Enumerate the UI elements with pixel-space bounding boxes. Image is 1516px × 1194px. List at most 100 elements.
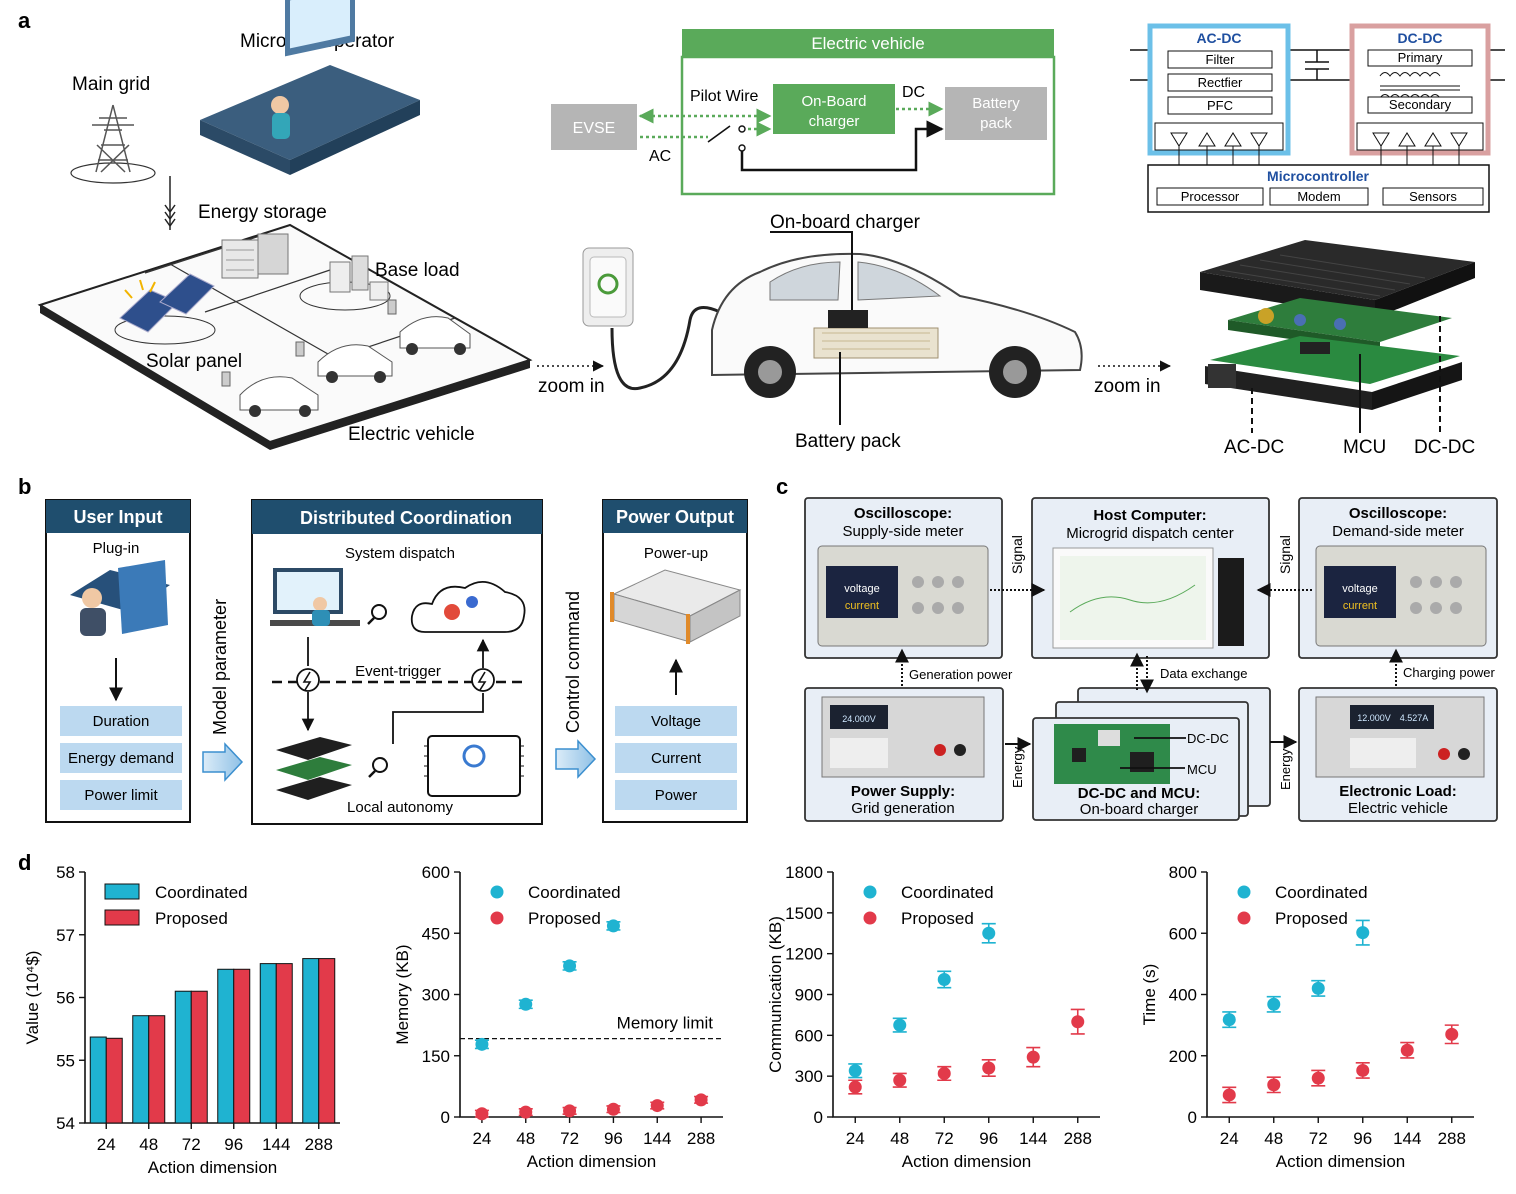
obc-exploded-icon (1200, 240, 1475, 410)
x-tick-label: 288 (1438, 1129, 1466, 1148)
dcdc-mcu-title: DC-DC and MCU: (1078, 785, 1200, 802)
circuit-acdc-title: AC-DC (1196, 30, 1241, 46)
x-tick-label: 72 (935, 1129, 954, 1148)
magnifier-icon-2 (368, 757, 388, 778)
transmission-tower-icon (70, 104, 156, 184)
x-axis-label: Action dimension (148, 1158, 277, 1177)
zoom-in-label-1: zoom in (538, 376, 605, 397)
model-parameter-label: Model parameter (210, 599, 230, 735)
model-parameter-arrow (202, 742, 244, 782)
x-tick-label: 24 (846, 1129, 865, 1148)
x-tick-label: 144 (1393, 1129, 1421, 1148)
legend-marker (863, 911, 877, 925)
osc-demand-sub: Demand-side meter (1332, 523, 1464, 540)
point-proposed (982, 1061, 996, 1075)
y-tick-label: 400 (1169, 986, 1197, 1005)
x-tick-label: 48 (516, 1129, 535, 1148)
oscilloscope-demand-icon: voltage current (1315, 545, 1487, 647)
legend-label: Proposed (528, 909, 601, 928)
point-proposed (1445, 1027, 1459, 1041)
point-coordinated (1356, 926, 1370, 940)
zoom-in-label-2: zoom in (1094, 376, 1161, 397)
y-tick-label: 800 (1169, 863, 1197, 882)
bar-proposed (233, 968, 251, 1124)
x-tick-label: 96 (604, 1129, 623, 1148)
electronic-load-icon: 12.000V 4.527A (1315, 696, 1485, 778)
local-autonomy-label: Local autonomy (347, 799, 453, 816)
battery-pack-label: Battery pack (795, 431, 901, 452)
x-tick-label: 72 (1309, 1129, 1328, 1148)
point-coordinated (982, 926, 996, 940)
ev-schematic-title: Electric vehicle (811, 34, 924, 53)
acdc-label: AC-DC (1224, 437, 1284, 458)
bar-proposed (275, 963, 293, 1124)
host-sub: Microgrid dispatch center (1066, 525, 1234, 542)
point-coordinated (519, 997, 533, 1011)
point-proposed (519, 1105, 533, 1119)
electric-vehicle-label: Electric vehicle (348, 424, 475, 445)
ev-schematic: Electric vehicle EVSE On-Board charger B… (551, 29, 1056, 196)
y-tick-label: 54 (56, 1114, 75, 1133)
point-coordinated (1311, 981, 1325, 995)
dispatch-desk-icon (270, 568, 360, 626)
point-proposed (1356, 1063, 1370, 1077)
power-supply-sub: Grid generation (851, 800, 954, 817)
point-proposed (1400, 1043, 1414, 1057)
operator-desk-icon (200, 0, 420, 175)
x-tick-label: 24 (472, 1129, 491, 1148)
host-computer-icon (1052, 547, 1244, 649)
reference-line-label: Memory limit (617, 1014, 714, 1033)
point-coordinated (1222, 1013, 1236, 1027)
dcdc-callout: DC-DC (1187, 731, 1229, 746)
battery-module-icon (610, 569, 742, 644)
legend-swatch (104, 883, 140, 900)
circuit-sensors: Sensors (1409, 189, 1457, 204)
dcdc-mcu-sub: On-board charger (1080, 801, 1198, 818)
point-coordinated (475, 1037, 489, 1051)
y-tick-label: 57 (56, 926, 75, 945)
svg-text:current: current (1343, 600, 1377, 612)
dc-label: DC (902, 84, 925, 101)
svg-text:4.527A: 4.527A (1400, 713, 1429, 723)
current-item: Current (651, 750, 702, 767)
y-tick-label: 58 (56, 863, 75, 882)
point-proposed (1267, 1078, 1281, 1092)
system-dispatch-label: System dispatch (345, 545, 455, 562)
legend-label: Coordinated (1275, 883, 1368, 902)
bar-proposed (190, 990, 208, 1124)
y-tick-label: 200 (1169, 1047, 1197, 1066)
y-tick-label: 300 (795, 1067, 823, 1086)
main-grid-label: Main grid (72, 74, 150, 95)
y-tick-label: 600 (795, 1026, 823, 1045)
y-tick-label: 450 (422, 924, 450, 943)
grid-line-arrows (164, 204, 176, 228)
bar-coordinated (217, 968, 235, 1124)
svg-text:voltage: voltage (1342, 583, 1377, 595)
point-coordinated (893, 1018, 907, 1032)
ev-fleet-icons (221, 299, 471, 417)
point-coordinated (848, 1064, 862, 1078)
car-cutaway-icon (711, 252, 1083, 398)
obc-box: On-Board (801, 93, 866, 110)
plug-in-label: Plug-in (93, 540, 140, 557)
y-tick-label: 300 (422, 986, 450, 1005)
obc-pointer (770, 231, 853, 310)
circuit-filter: Filter (1206, 52, 1236, 67)
x-axis-label: Action dimension (1276, 1152, 1405, 1171)
x-tick-label: 48 (890, 1129, 909, 1148)
panel-c: c Oscilloscope: Supply-side meter Host C… (776, 474, 1498, 822)
panel-b: b User Input Plug-in Duration Energy dem… (18, 474, 748, 825)
point-proposed (893, 1073, 907, 1087)
svg-text:24.000V: 24.000V (842, 714, 876, 724)
battery-box: Battery (972, 95, 1020, 112)
y-tick-label: 600 (1169, 924, 1197, 943)
evse-box: EVSE (573, 120, 616, 137)
trigger-bolt-icon-right (471, 668, 495, 692)
y-tick-label: 1800 (785, 863, 823, 882)
point-proposed (563, 1104, 577, 1118)
legend-marker (863, 885, 877, 899)
coordination-title: Distributed Coordination (300, 508, 512, 528)
panel-a-label: a (18, 8, 31, 33)
point-proposed (937, 1066, 951, 1080)
point-coordinated (563, 959, 577, 973)
